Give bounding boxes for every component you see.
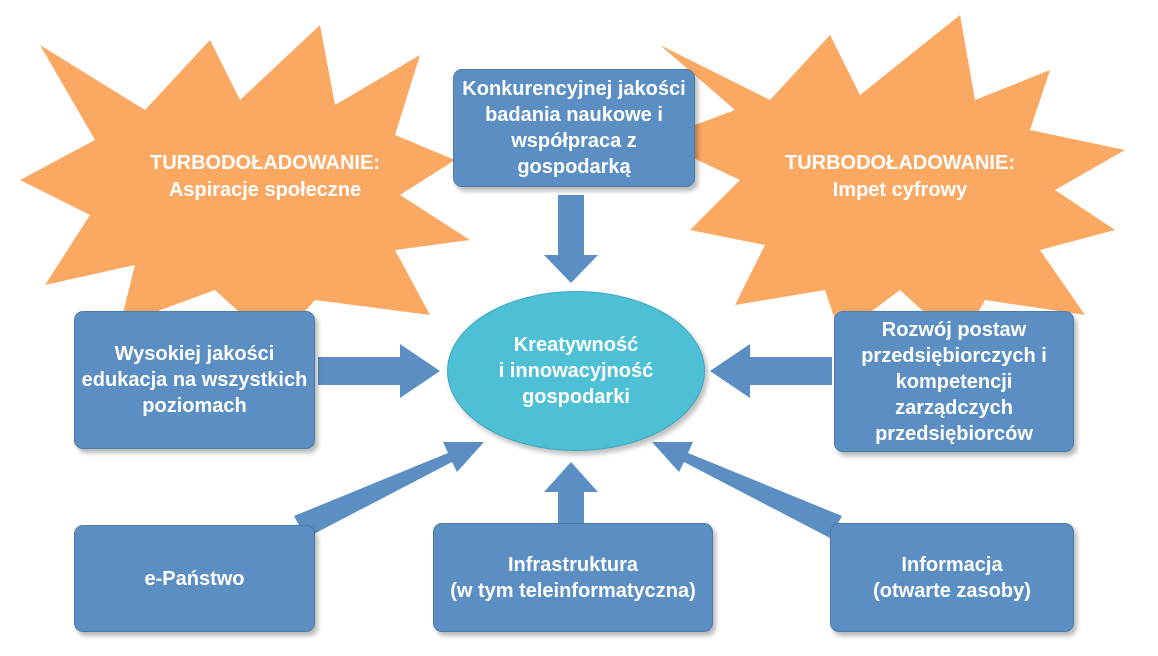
arrow-bottom-center [544, 462, 598, 528]
arrow-bottom-right [652, 442, 842, 538]
education-label: Wysokiej jakości edukacja na wszystkich … [81, 343, 308, 417]
entrepreneurship-box: Rozwój postaw przedsiębiorczych i kompet… [834, 311, 1074, 452]
center-label: Kreatywność i innowacyjność gospodarki [498, 334, 654, 408]
starburst-right [655, 15, 1125, 345]
infrastructure-box: Infrastruktura (w tym teleinformatyczna) [433, 523, 713, 632]
burst-left-label: TURBODOŁADOWANIE: Aspiracje społeczne [150, 152, 380, 201]
center-ellipse: Kreatywność i innowacyjność gospodarki [447, 291, 705, 451]
arrow-bottom-left [294, 442, 484, 538]
research-label: Konkurencyjnej jakości badania naukowe i… [462, 78, 686, 178]
e-state-box: e-Państwo [74, 525, 315, 632]
information-box: Informacja (otwarte zasoby) [830, 523, 1074, 632]
arrow-left [318, 344, 440, 398]
starburst-left [20, 25, 470, 345]
arrow-right [710, 344, 832, 398]
research-box: Konkurencyjnej jakości badania naukowe i… [453, 69, 695, 187]
education-box: Wysokiej jakości edukacja na wszystkich … [74, 311, 315, 449]
information-label: Informacja (otwarte zasoby) [873, 553, 1031, 602]
arrow-top [544, 195, 598, 283]
burst-right-label: TURBODOŁADOWANIE: Impet cyfrowy [785, 152, 1015, 201]
entrepreneurship-label: Rozwój postaw przedsiębiorczych i kompet… [861, 318, 1047, 445]
e-state-label: e-Państwo [144, 567, 245, 590]
infrastructure-label: Infrastruktura (w tym teleinformatyczna) [450, 553, 696, 602]
